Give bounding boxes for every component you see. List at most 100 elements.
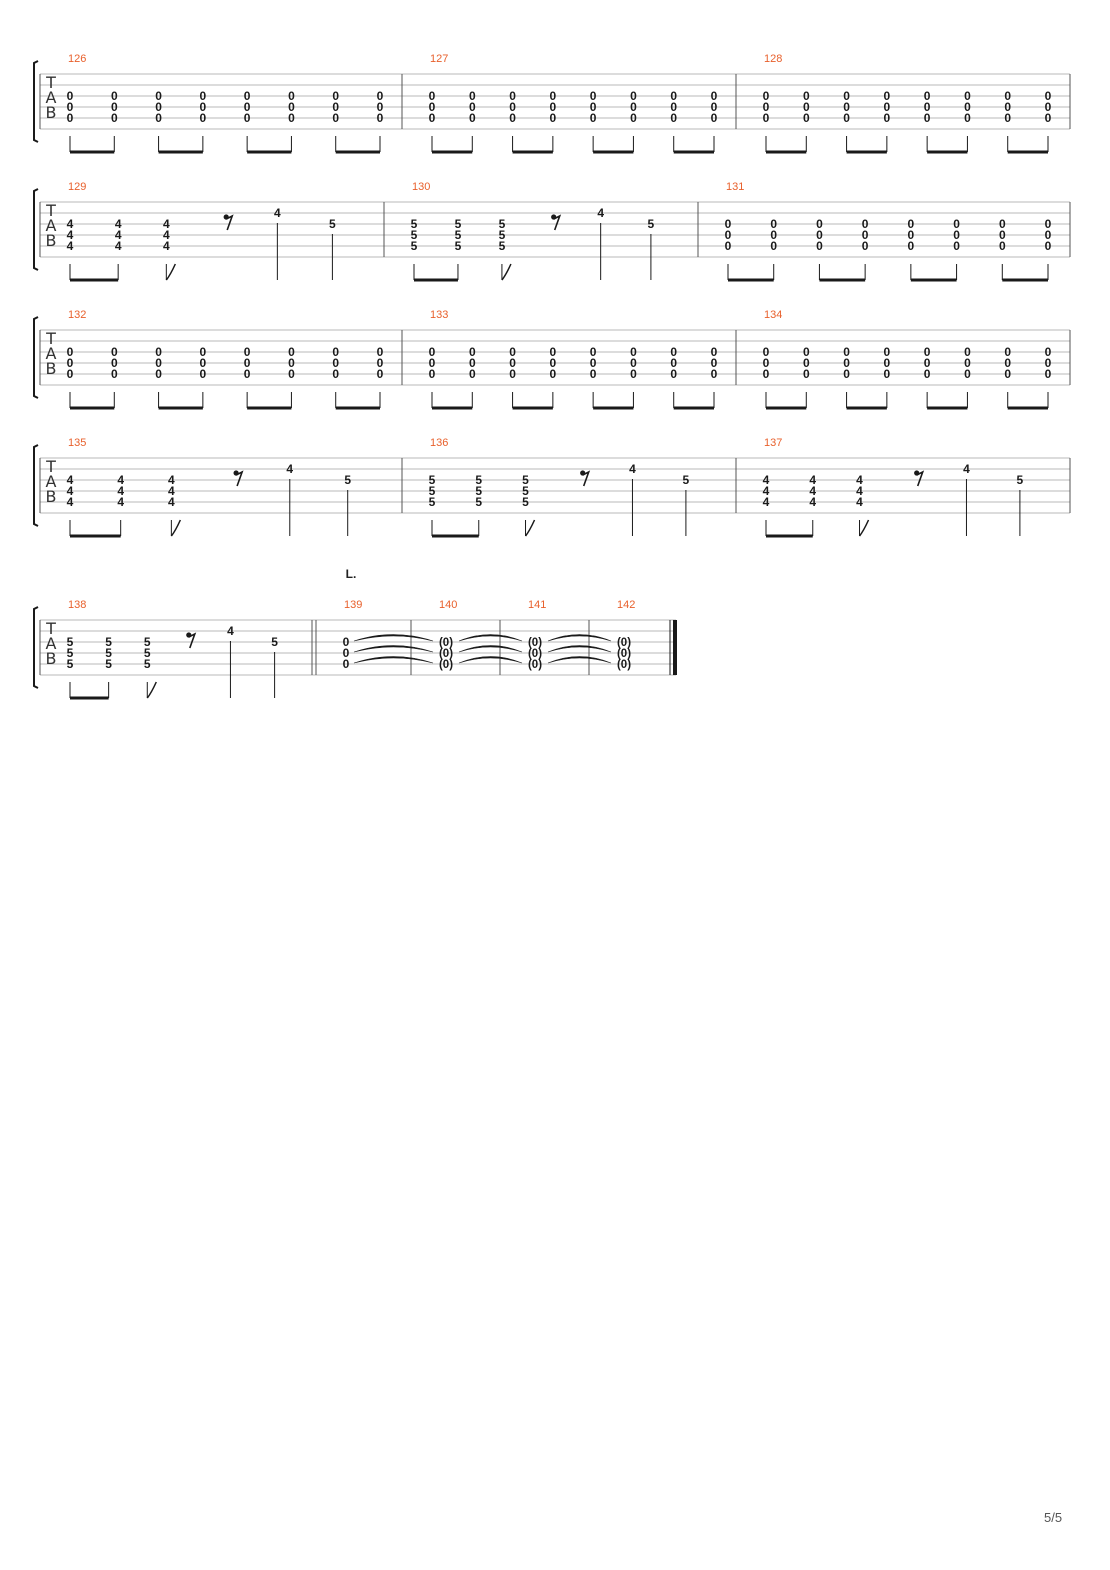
fret-number: 0 [67, 111, 74, 125]
fret-number: 4 [168, 484, 175, 498]
fret-number: 4 [67, 484, 74, 498]
fret-number: 0 [770, 228, 777, 242]
measure-number: 135 [68, 437, 86, 449]
fret-number: 5 [648, 217, 655, 231]
fret-number: 0 [332, 356, 339, 370]
fret-number: 5 [499, 228, 506, 242]
fret-number: 4 [67, 228, 74, 242]
tab-clef-letter: B [46, 487, 57, 506]
fret-number: 0 [843, 367, 850, 381]
fret-number: 0 [862, 239, 869, 253]
fret-number: 0 [630, 111, 637, 125]
fret-number: 0 [332, 345, 339, 359]
fret-number: 4 [963, 462, 970, 476]
fret-number: 0 [884, 345, 891, 359]
fret-number: 0 [429, 100, 436, 114]
fret-number: (0) [528, 637, 542, 649]
fret-number: 0 [377, 111, 384, 125]
measure-number: 141 [528, 599, 546, 611]
fret-number: 0 [924, 89, 931, 103]
fret-number: 0 [725, 217, 732, 231]
fret-number: 0 [1045, 356, 1052, 370]
fret-number: 0 [509, 89, 516, 103]
fret-number: 0 [711, 367, 718, 381]
fret-number: 4 [286, 462, 293, 476]
fret-number: 0 [763, 89, 770, 103]
fret-number: 0 [429, 356, 436, 370]
fret-number: 0 [469, 345, 476, 359]
fret-number: 0 [288, 356, 295, 370]
fret-number: 4 [809, 473, 816, 487]
fret-number: 0 [377, 356, 384, 370]
fret-number: 0 [429, 345, 436, 359]
fret-number: 0 [953, 228, 960, 242]
fret-number: 4 [856, 473, 863, 487]
fret-number: 0 [964, 345, 971, 359]
page-number: 5/5 [1044, 1510, 1063, 1525]
fret-number: 0 [377, 89, 384, 103]
fret-number: 0 [429, 367, 436, 381]
fret-number: 0 [1045, 100, 1052, 114]
tie [458, 645, 523, 653]
fret-number: 0 [550, 345, 557, 359]
fret-number: 0 [1004, 89, 1011, 103]
fret-number: 0 [469, 111, 476, 125]
measure-number: 134 [764, 309, 782, 321]
fret-number: 0 [469, 89, 476, 103]
tab-clef-letter: B [46, 359, 57, 378]
fret-number: 5 [475, 484, 482, 498]
fret-number: 0 [590, 367, 597, 381]
fret-number: 0 [244, 356, 251, 370]
fret-number: 0 [550, 356, 557, 370]
fret-number: 4 [115, 239, 122, 253]
fret-number: 0 [67, 367, 74, 381]
tab-clef-letter: T [45, 329, 56, 348]
fret-number: 0 [288, 367, 295, 381]
fret-number: 0 [630, 89, 637, 103]
fret-number: 0 [590, 100, 597, 114]
fret-number: 0 [803, 89, 810, 103]
fret-number: 0 [590, 356, 597, 370]
tab-clef-letter: T [45, 73, 56, 92]
fret-number: 0 [999, 217, 1006, 231]
fret-number: 0 [770, 239, 777, 253]
fret-number: 0 [67, 89, 74, 103]
measure-number: 140 [439, 599, 457, 611]
fret-number: 5 [411, 239, 418, 253]
fret-number: 0 [469, 356, 476, 370]
tab-clef-letter: T [45, 457, 56, 476]
final-barline-thick [673, 620, 677, 675]
fret-number: 0 [924, 356, 931, 370]
fret-number: 5 [67, 657, 74, 671]
fret-number: 0 [803, 345, 810, 359]
fret-number: 0 [155, 356, 162, 370]
fret-number: 0 [244, 89, 251, 103]
fret-number: 0 [964, 367, 971, 381]
fret-number: 0 [1045, 228, 1052, 242]
fret-number: 0 [999, 228, 1006, 242]
fret-number: 4 [227, 624, 234, 638]
fret-number: 0 [964, 356, 971, 370]
fret-number: 0 [590, 89, 597, 103]
fret-number: 5 [522, 495, 529, 509]
fret-number: 0 [670, 356, 677, 370]
fret-number: 0 [711, 345, 718, 359]
fret-number: (0) [617, 659, 631, 671]
fret-number: 0 [1004, 367, 1011, 381]
fret-number: (0) [617, 648, 631, 660]
note-flag [501, 263, 512, 281]
fret-number: 5 [455, 217, 462, 231]
fret-number: (0) [439, 659, 453, 671]
tab-clef-letter: A [46, 472, 57, 491]
fret-number: 4 [163, 239, 170, 253]
fret-number: 4 [115, 228, 122, 242]
fret-number: 5 [522, 473, 529, 487]
tab-system: TAB1260000000000000000000000001270000000… [33, 53, 1071, 154]
fret-number: 0 [908, 228, 915, 242]
fret-number: 0 [155, 100, 162, 114]
fret-number: 0 [377, 345, 384, 359]
fret-number: 0 [725, 228, 732, 242]
tab-system: TAB1320000000000000000000000001330000000… [33, 309, 1071, 410]
